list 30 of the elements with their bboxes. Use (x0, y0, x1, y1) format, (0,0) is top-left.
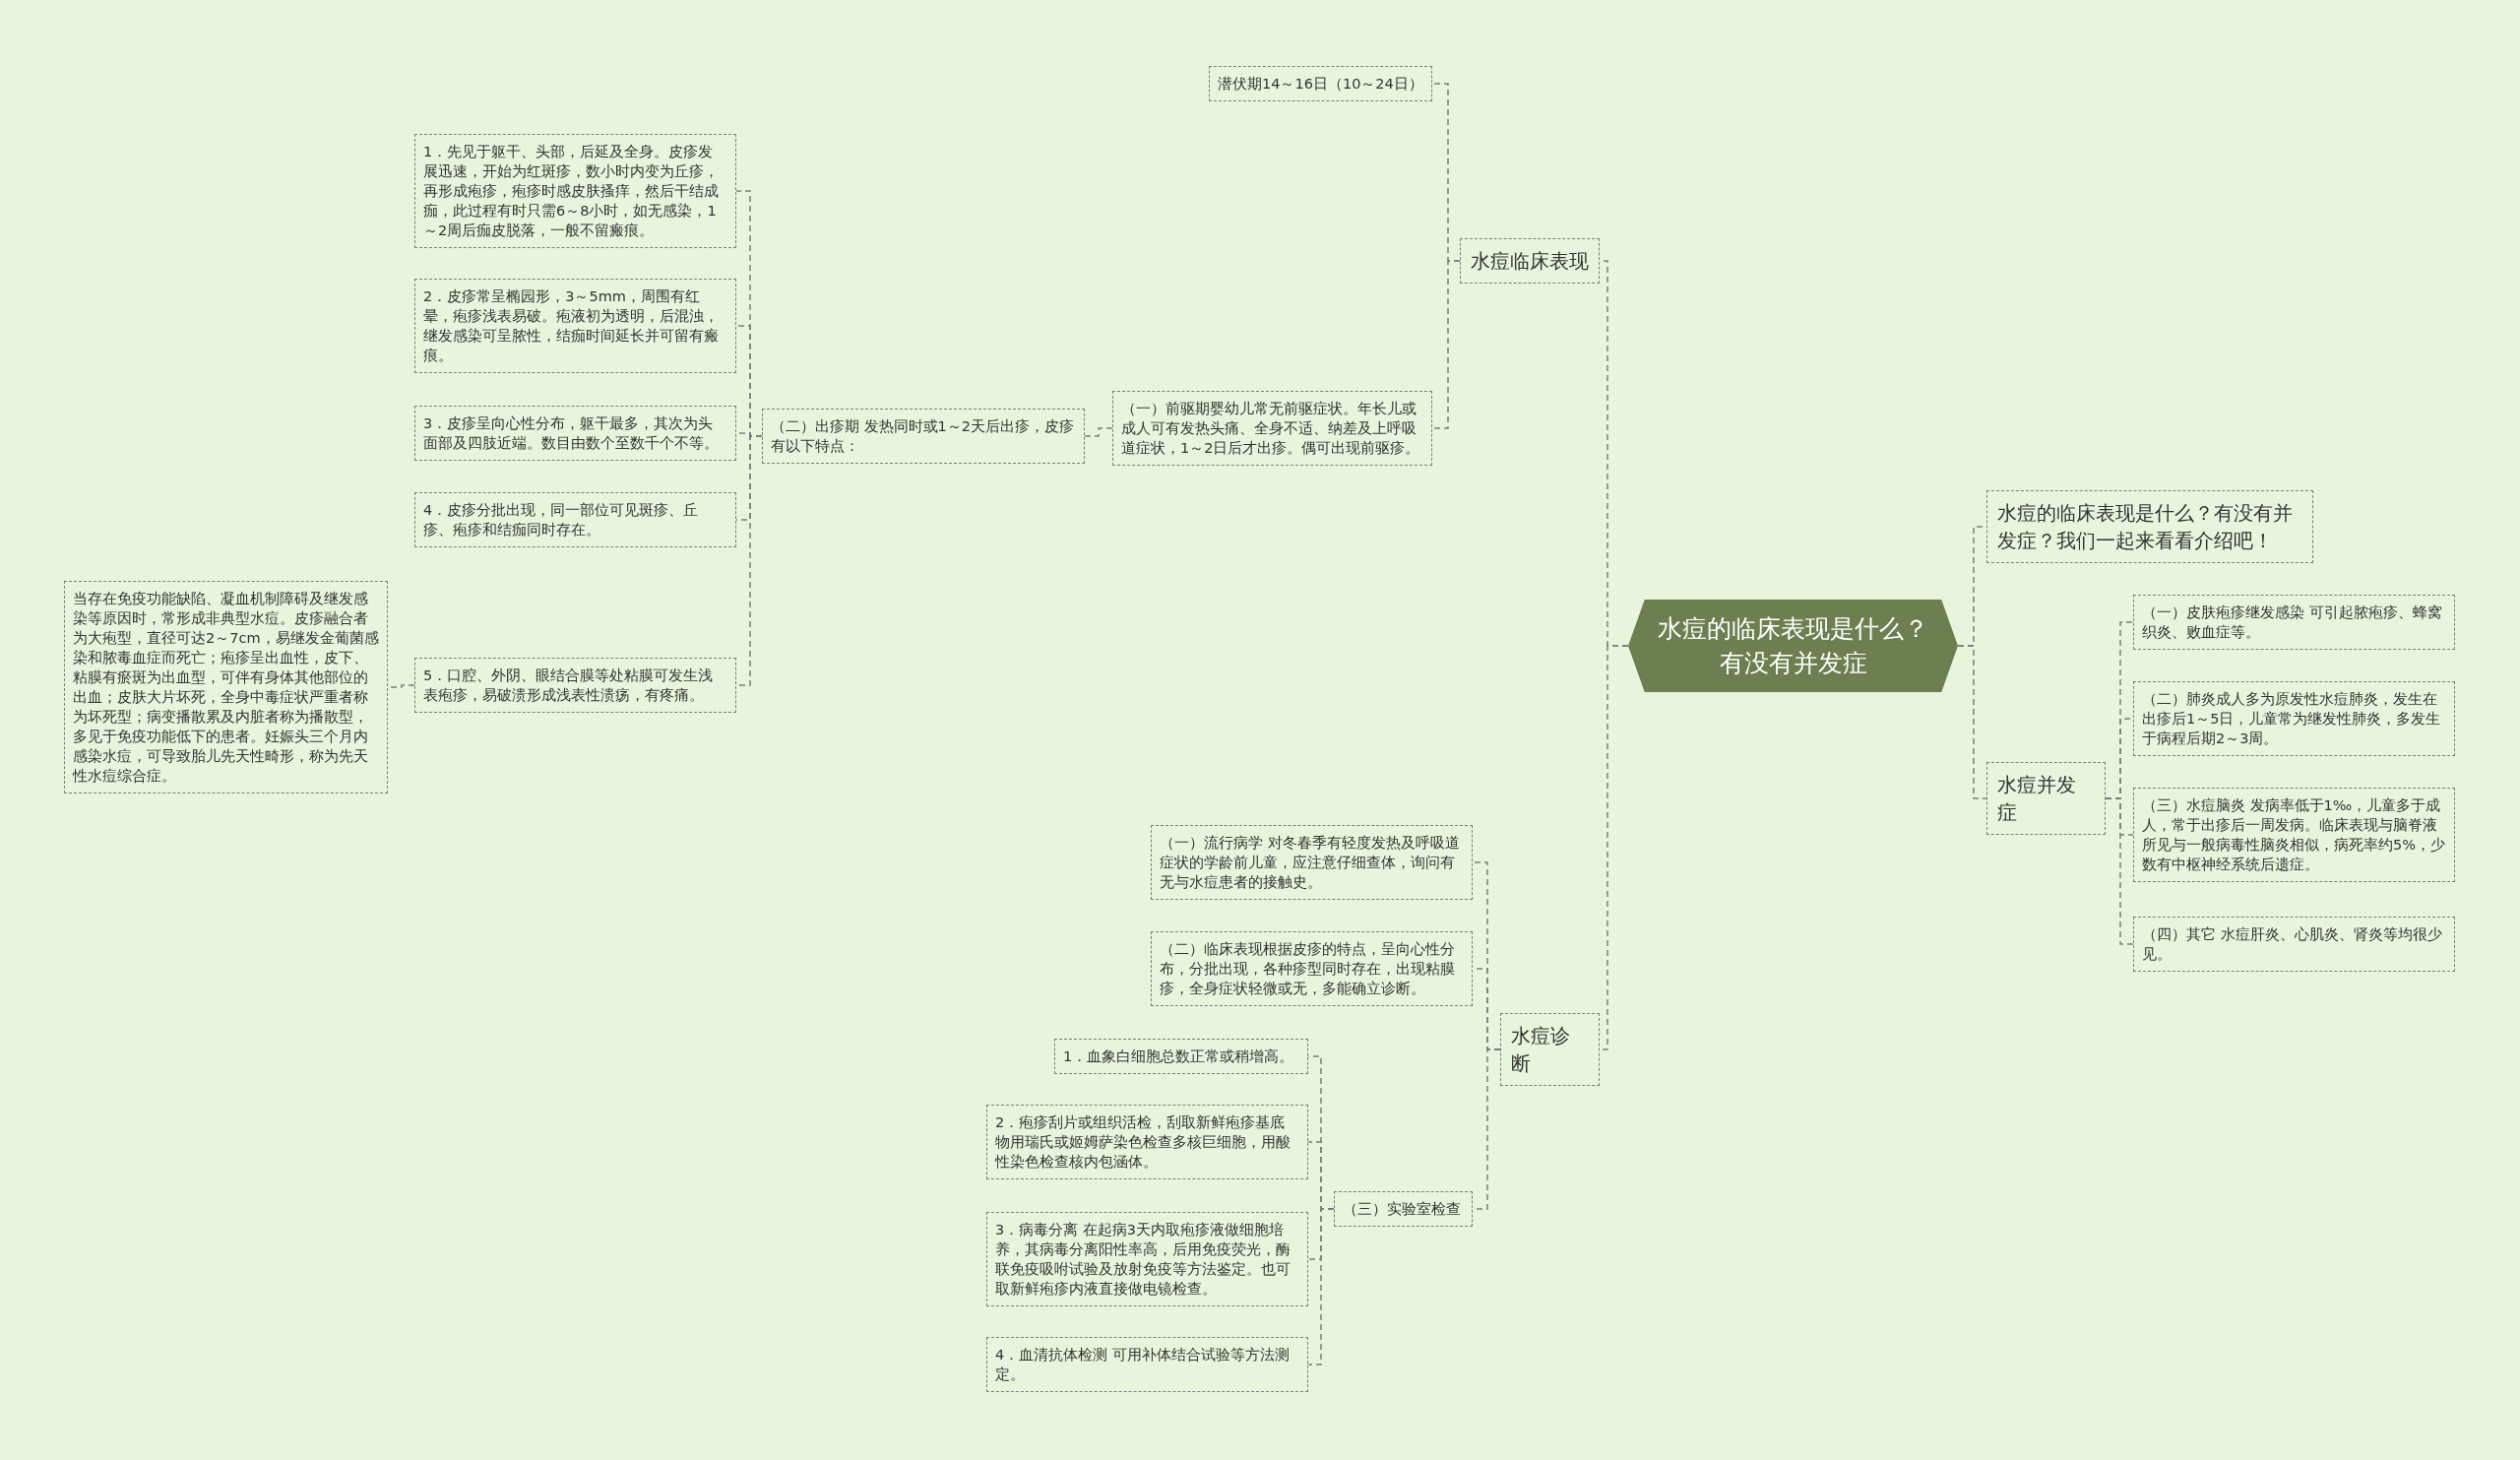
note-box: 1．先见于躯干、头部，后延及全身。皮疹发展迅速，开始为红斑疹，数小时内变为丘疹，再形成疱疹，疱疹时感皮肤搔痒，然后干结成痂，此过程有时只需6～8小时，如无感染，1～2周后痂皮脱落，一般不留瘢痕。 (414, 134, 736, 248)
note-box: 4．皮疹分批出现，同一部位可见斑疹、丘疹、疱疹和结痂同时存在。 (414, 492, 736, 547)
note-box: 3．病毒分离 在起病3天内取疱疹液做细胞培养，其病毒分离阳性率高，后用免疫荧光，酶联免疫吸咐试验及放射免疫等方法鉴定。也可取新鲜疱疹内液直接做电镜检查。 (986, 1212, 1308, 1306)
note-box: （一）流行病学 对冬春季有轻度发热及呼吸道症状的学龄前儿童，应注意仔细查体，询问有无与水痘患者的接触史。 (1151, 825, 1473, 900)
connector-line (1431, 260, 1461, 429)
topic-box: 水痘诊断 (1500, 1013, 1600, 1086)
note-box: 4．血清抗体检测 可用补体结合试验等方法测定。 (986, 1337, 1308, 1392)
note-box: （三）实验室检查 (1334, 1191, 1473, 1227)
topic-box: 水痘并发症 (1986, 762, 2106, 835)
connector-line (1084, 427, 1113, 437)
note-box: 潜伏期14～16日（10～24日） (1209, 66, 1432, 101)
note-box: 2．皮疹常呈椭园形，3～5mm，周围有红晕，疱疹浅表易破。疱液初为透明，后混浊，继发感染可呈脓性，结痂时间延长并可留有瘢痕。 (414, 279, 736, 373)
note-box: （一）前驱期婴幼儿常无前驱症状。年长儿或成人可有发热头痛、全身不适、纳差及上呼吸道症状，1～2日后才出疹。偶可出现前驱疹。 (1112, 391, 1432, 466)
connector-line (1957, 645, 1987, 799)
note-box: 2．疱疹刮片或组织活检，刮取新鲜疱疹基底物用瑞氏或姬姆萨染色检查多核巨细胞，用酸性染色检查核内包涵体。 (986, 1105, 1308, 1179)
note-box: （二）出疹期 发热同时或1～2天后出疹，皮疹有以下特点： (762, 409, 1085, 464)
note-box: （二）肺炎成人多为原发性水痘肺炎，发生在出疹后1～5日，儿童常为继发性肺炎，多发生于病程后期2～3周。 (2133, 681, 2455, 756)
note-box: 5．口腔、外阴、眼结合膜等处粘膜可发生浅表疱疹，易破溃形成浅表性溃疡，有疼痛。 (414, 658, 736, 713)
note-box: 3．皮疹呈向心性分布，躯干最多，其次为头面部及四肢近端。数目由数个至数千个不等。 (414, 406, 736, 461)
note-box: 当存在免疫功能缺陷、凝血机制障碍及继发感染等原因时，常形成非典型水痘。皮疹融合者为大疱型，直径可达2～7cm，易继发金葡菌感染和脓毒血症而死亡；疱疹呈出血性，皮下、粘膜有瘀斑为出血型，可伴有身体其他部位的出血；皮肤大片坏死，全身中毒症状严重者称为坏死型；病变播散累及内脏者称为播散型，多见于免疫功能低下的患者。妊娠头三个月内感染水痘，可导致胎儿先天性畸形，称为先天性水痘综合症。 (64, 581, 388, 793)
connector-line (2105, 797, 2134, 945)
note-box: （四）其它 水痘肝炎、心肌炎、肾炎等均很少见。 (2133, 917, 2455, 972)
note-box: （三）水痘脑炎 发病率低于1‰，儿童多于成人，常于出疹后一周发病。临床表现与脑脊液所见与一般病毒性脑炎相似，病死率约5%，少数有中枢神经系统后遗症。 (2133, 788, 2455, 882)
central-topic: 水痘的临床表现是什么？有没有并发症 (1628, 600, 1958, 692)
note-box: （一）皮肤疱疹继发感染 可引起脓疱疹、蜂窝织炎、败血症等。 (2133, 595, 2455, 650)
topic-box: 水痘临床表现 (1460, 238, 1600, 284)
note-box: 1．血象白细胞总数正常或稍增高。 (1054, 1039, 1308, 1074)
note-box: （二）临床表现根据皮疹的特点，呈向心性分布，分批出现，各种疹型同时存在，出现粘膜疹，全身症状轻微或无，多能确立诊断。 (1151, 931, 1473, 1006)
topic-box: 水痘的临床表现是什么？有没有并发症？我们一起来看看介绍吧！ (1986, 490, 2313, 563)
connector-line (1307, 1208, 1335, 1365)
